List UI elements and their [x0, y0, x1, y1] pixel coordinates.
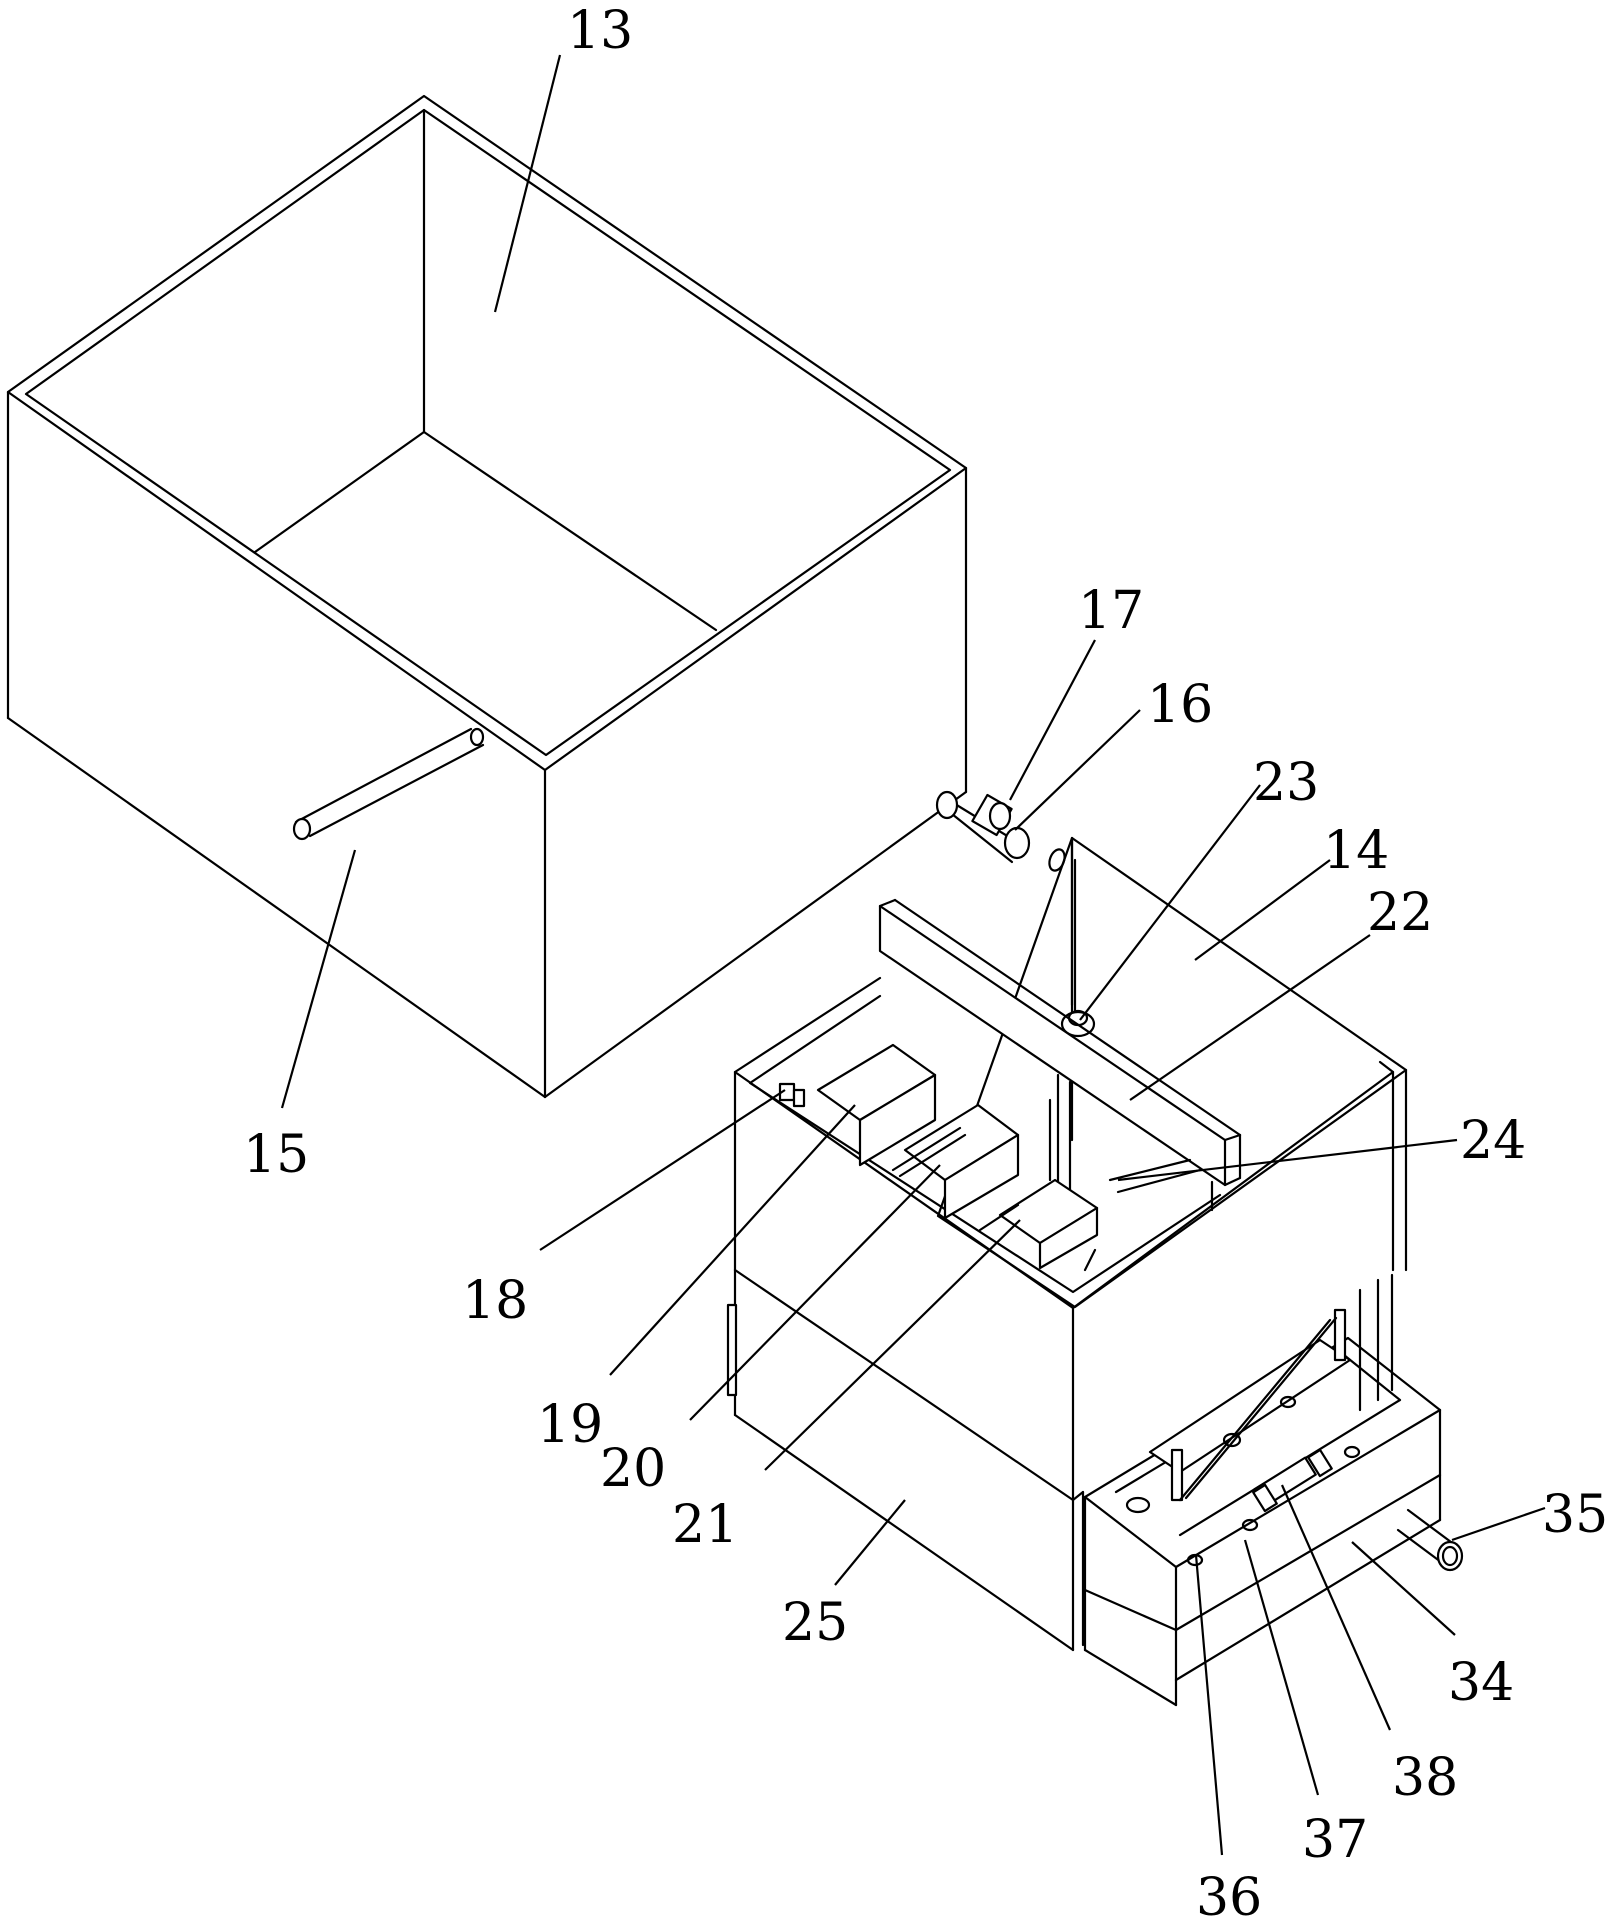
leader-16 — [1014, 709, 1141, 831]
leader-23 — [1079, 784, 1261, 1021]
door-36-37-38 — [1148, 1308, 1352, 1513]
outlet-pipe-35 — [1396, 1508, 1464, 1572]
leader-25 — [834, 1499, 906, 1586]
label-13: 13 — [567, 1, 633, 61]
label-15: 15 — [243, 1125, 309, 1185]
blocks-19-20-21 — [816, 1043, 1099, 1272]
large-box-13 — [6, 94, 968, 1099]
leader-24 — [1117, 1138, 1458, 1182]
label-19: 19 — [537, 1395, 603, 1455]
leader-35 — [1451, 1506, 1546, 1542]
lever-24 — [1108, 1158, 1202, 1194]
leader-18 — [539, 1089, 786, 1251]
leader-22 — [1129, 934, 1371, 1101]
label-36: 36 — [1196, 1868, 1262, 1919]
label-14: 14 — [1323, 821, 1389, 881]
label-18: 18 — [462, 1271, 528, 1331]
partition-plate-22 — [878, 898, 1242, 1212]
leader-37 — [1243, 1539, 1320, 1796]
leader-20 — [689, 1164, 941, 1421]
rear-box-14 — [936, 836, 1408, 1412]
label-22: 22 — [1367, 883, 1433, 943]
leader-lines — [280, 54, 1546, 1856]
reference-numerals: 13 17 16 23 14 22 24 15 18 19 20 21 25 3… — [243, 1, 1606, 1924]
leader-21 — [764, 1219, 1021, 1471]
leader-19 — [609, 1104, 856, 1376]
rod-15 — [292, 727, 485, 841]
label-25: 25 — [782, 1593, 848, 1653]
leader-14 — [1194, 859, 1331, 961]
label-16: 16 — [1147, 675, 1213, 735]
label-38: 38 — [1392, 1748, 1458, 1808]
label-21: 21 — [672, 1495, 738, 1555]
label-23: 23 — [1253, 753, 1319, 813]
leader-15 — [280, 849, 357, 1109]
leader-34 — [1351, 1541, 1456, 1636]
bracket-18 — [778, 1082, 806, 1108]
leader-38 — [1280, 1484, 1392, 1731]
label-35: 35 — [1542, 1485, 1606, 1545]
label-24: 24 — [1460, 1111, 1526, 1171]
label-17: 17 — [1078, 581, 1144, 641]
leader-13 — [493, 54, 562, 313]
leader-36 — [1194, 1554, 1224, 1856]
label-20: 20 — [600, 1439, 666, 1499]
front-box-25 — [726, 976, 1395, 1652]
pipe-16-clamp-17 — [935, 790, 1031, 864]
label-37: 37 — [1302, 1810, 1368, 1870]
leader-17 — [1009, 639, 1096, 801]
label-34: 34 — [1448, 1653, 1514, 1713]
